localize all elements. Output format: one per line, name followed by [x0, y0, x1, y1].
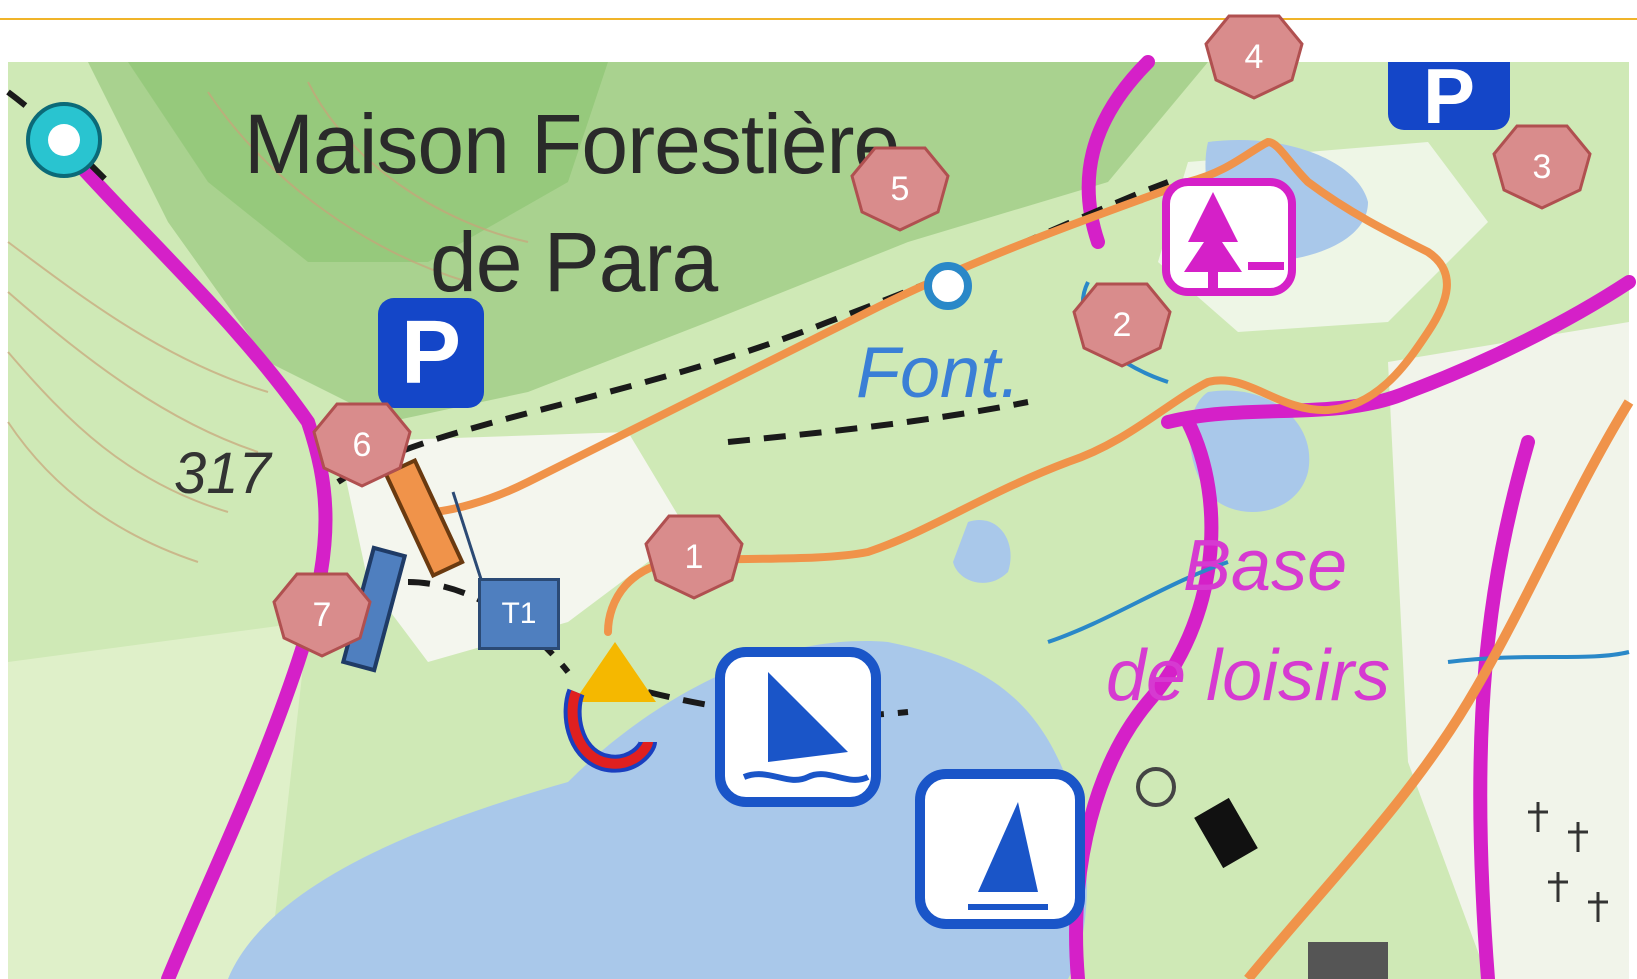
- header-divider: [0, 18, 1637, 20]
- place-label-line1: Maison Forestière: [244, 97, 900, 191]
- marker-label: 4: [1244, 37, 1264, 76]
- control-marker-7[interactable]: 7: [272, 572, 372, 658]
- parking-icon: P: [1388, 52, 1510, 140]
- parking-icon: P: [378, 298, 484, 408]
- tree-icon: [1162, 178, 1296, 296]
- map-background: [6, 55, 1636, 979]
- leisure-label-line1: Base: [1183, 526, 1348, 606]
- finish-magnet-icon: [563, 688, 657, 773]
- control-marker-1[interactable]: 1: [644, 514, 744, 600]
- marker-label: 2: [1112, 305, 1132, 344]
- marker-label: 3: [1532, 147, 1552, 186]
- place-label-line2: de Para: [430, 215, 718, 309]
- marker-label: 7: [312, 595, 332, 634]
- marker-label: 5: [890, 169, 910, 208]
- sailing-icon: [715, 647, 881, 807]
- control-marker-6[interactable]: 6: [312, 402, 412, 488]
- elevation-label: 317: [174, 441, 271, 506]
- orienteering-map[interactable]: P P Maison Forestière de Para 317 Font. …: [6, 14, 1636, 979]
- leisure-label-line2: de loisirs: [1106, 636, 1391, 716]
- viewpoint-icon: [1136, 767, 1176, 807]
- marker-label: 6: [352, 425, 372, 464]
- route-line: [424, 137, 1451, 636]
- control-marker-4[interactable]: 4: [1204, 14, 1304, 100]
- control-box-t1[interactable]: T1: [478, 578, 560, 650]
- sailing-icon: [915, 769, 1085, 929]
- control-marker-3[interactable]: 3: [1492, 124, 1592, 210]
- control-marker-5[interactable]: 5: [850, 146, 950, 232]
- start-triangle-icon: [574, 642, 656, 702]
- water-point-icon: [924, 262, 972, 310]
- control-marker-2[interactable]: 2: [1072, 282, 1172, 368]
- marker-label: 1: [684, 537, 704, 576]
- spring-label: Font.: [856, 333, 1021, 413]
